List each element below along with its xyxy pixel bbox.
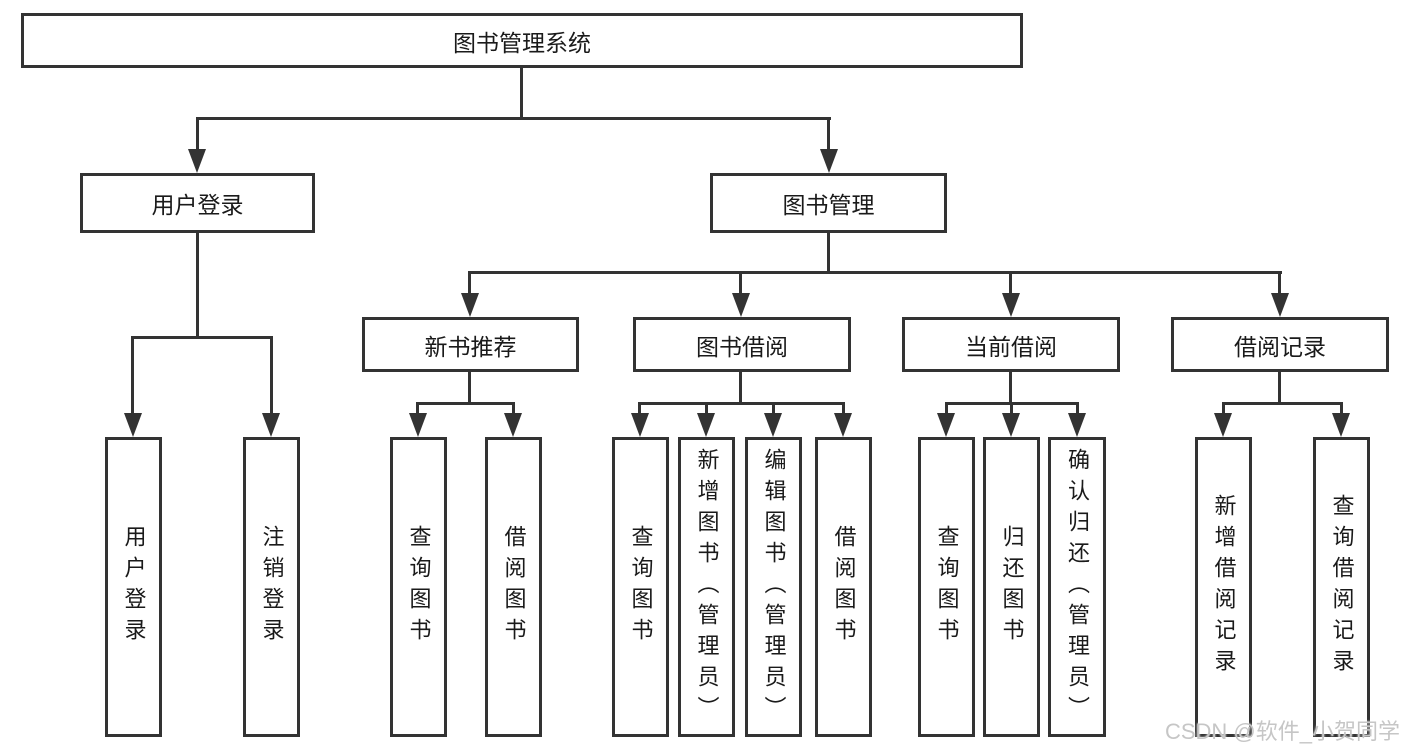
arrow-down-icon xyxy=(834,413,852,437)
leaf-return-books: 归还图书 xyxy=(983,437,1040,737)
connector-stem-leaf xyxy=(638,402,641,416)
leaf-logout-label: 注销登录 xyxy=(259,525,285,649)
leaf-edit-books-admin: 编辑图书（管理员） xyxy=(745,437,802,737)
leaf-logout: 注销登录 xyxy=(243,437,300,737)
connector-stem-leaf xyxy=(772,402,775,416)
connector-stem-leaf xyxy=(1076,402,1079,416)
arrow-down-icon xyxy=(1068,413,1086,437)
connector-stem-leaf xyxy=(131,336,134,415)
connector-stem-leaf xyxy=(1010,402,1013,416)
connector-stem-level3 xyxy=(739,271,742,296)
connector-borrow-stem xyxy=(739,372,742,405)
arrow-down-icon xyxy=(124,413,142,437)
arrow-down-icon xyxy=(1002,293,1020,317)
leaf-confirm-return-admin-label: 确认归还（管理员） xyxy=(1065,447,1090,727)
leaf-borrow-books-2: 借阅图书 xyxy=(815,437,872,737)
arrow-down-icon xyxy=(504,413,522,437)
leaf-query-borrow-record: 查询借阅记录 xyxy=(1313,437,1370,737)
connector-stem-level3 xyxy=(1009,271,1012,296)
leaf-return-books-label: 归还图书 xyxy=(999,525,1025,649)
connector-recommend-stem xyxy=(468,372,471,405)
leaf-query-books-1-label: 查询图书 xyxy=(406,525,432,649)
connector-stem-leaf xyxy=(1340,402,1343,416)
arrow-down-icon xyxy=(764,413,782,437)
connector-records-bar xyxy=(1222,402,1343,405)
leaf-query-books-2: 查询图书 xyxy=(612,437,669,737)
arrow-down-icon xyxy=(409,413,427,437)
connector-stem-level3 xyxy=(468,271,471,296)
leaf-query-books-1: 查询图书 xyxy=(390,437,447,737)
arrow-down-icon xyxy=(461,293,479,317)
connector-stem-level3 xyxy=(1278,271,1281,296)
leaf-add-books-admin-label: 新增图书（管理员） xyxy=(694,447,720,727)
connector-current-stem xyxy=(1009,372,1012,405)
leaf-add-borrow-record-label: 新增借阅记录 xyxy=(1211,494,1237,680)
leaf-user-login: 用户登录 xyxy=(105,437,162,737)
leaf-query-books-2-label: 查询图书 xyxy=(628,525,654,649)
node-root: 图书管理系统 xyxy=(21,13,1023,68)
arrow-down-icon xyxy=(1214,413,1232,437)
connector-stem-leaf xyxy=(842,402,845,416)
node-user-login: 用户登录 xyxy=(80,173,315,233)
leaf-borrow-books-1-label: 借阅图书 xyxy=(501,525,527,649)
leaf-borrow-books-1: 借阅图书 xyxy=(485,437,542,737)
leaf-add-borrow-record: 新增借阅记录 xyxy=(1195,437,1252,737)
leaf-query-borrow-record-label: 查询借阅记录 xyxy=(1329,494,1355,680)
node-book-borrow: 图书借阅 xyxy=(633,317,851,372)
arrow-down-icon xyxy=(188,149,206,173)
connector-stem-leaf xyxy=(705,402,708,416)
connector-stem-leaf xyxy=(270,336,273,415)
arrow-down-icon xyxy=(1271,293,1289,317)
arrow-down-icon xyxy=(631,413,649,437)
csdn-watermark: CSDN @软件_小贺同学 xyxy=(1164,719,1400,744)
connector-stem-leaf xyxy=(945,402,948,416)
leaf-borrow-books-2-label: 借阅图书 xyxy=(831,525,857,649)
connector-stem-leaf xyxy=(1222,402,1225,416)
arrow-down-icon xyxy=(1332,413,1350,437)
arrow-down-icon xyxy=(937,413,955,437)
connector-user-login-bar xyxy=(131,336,273,339)
node-book-management: 图书管理 xyxy=(710,173,947,233)
connector-user-login-stem xyxy=(196,233,199,339)
connector-level1-bar xyxy=(196,117,831,120)
connector-records-stem xyxy=(1278,372,1281,405)
arrow-down-icon xyxy=(262,413,280,437)
connector-book-mgmt-stem xyxy=(827,233,830,274)
connector-stem-leaf xyxy=(416,402,419,416)
connector-recommend-bar xyxy=(416,402,515,405)
node-borrow-records: 借阅记录 xyxy=(1171,317,1389,372)
connector-stem-user-login xyxy=(196,117,199,151)
connector-level3-bar xyxy=(468,271,1282,274)
node-current-borrow: 当前借阅 xyxy=(902,317,1120,372)
leaf-query-books-3-label: 查询图书 xyxy=(934,525,960,649)
arrow-down-icon xyxy=(820,149,838,173)
connector-stem-leaf xyxy=(512,402,515,416)
connector-root-stem xyxy=(520,68,523,118)
arrow-down-icon xyxy=(1002,413,1020,437)
leaf-confirm-return-admin: 确认归还（管理员） xyxy=(1048,437,1106,737)
leaf-user-login-label: 用户登录 xyxy=(121,525,147,649)
leaf-add-books-admin: 新增图书（管理员） xyxy=(678,437,735,737)
node-new-book-recommend: 新书推荐 xyxy=(362,317,579,372)
connector-borrow-bar xyxy=(638,402,845,405)
arrow-down-icon xyxy=(732,293,750,317)
connector-stem-book-mgmt xyxy=(827,117,830,151)
leaf-edit-books-admin-label: 编辑图书（管理员） xyxy=(761,447,787,727)
arrow-down-icon xyxy=(697,413,715,437)
leaf-query-books-3: 查询图书 xyxy=(918,437,975,737)
